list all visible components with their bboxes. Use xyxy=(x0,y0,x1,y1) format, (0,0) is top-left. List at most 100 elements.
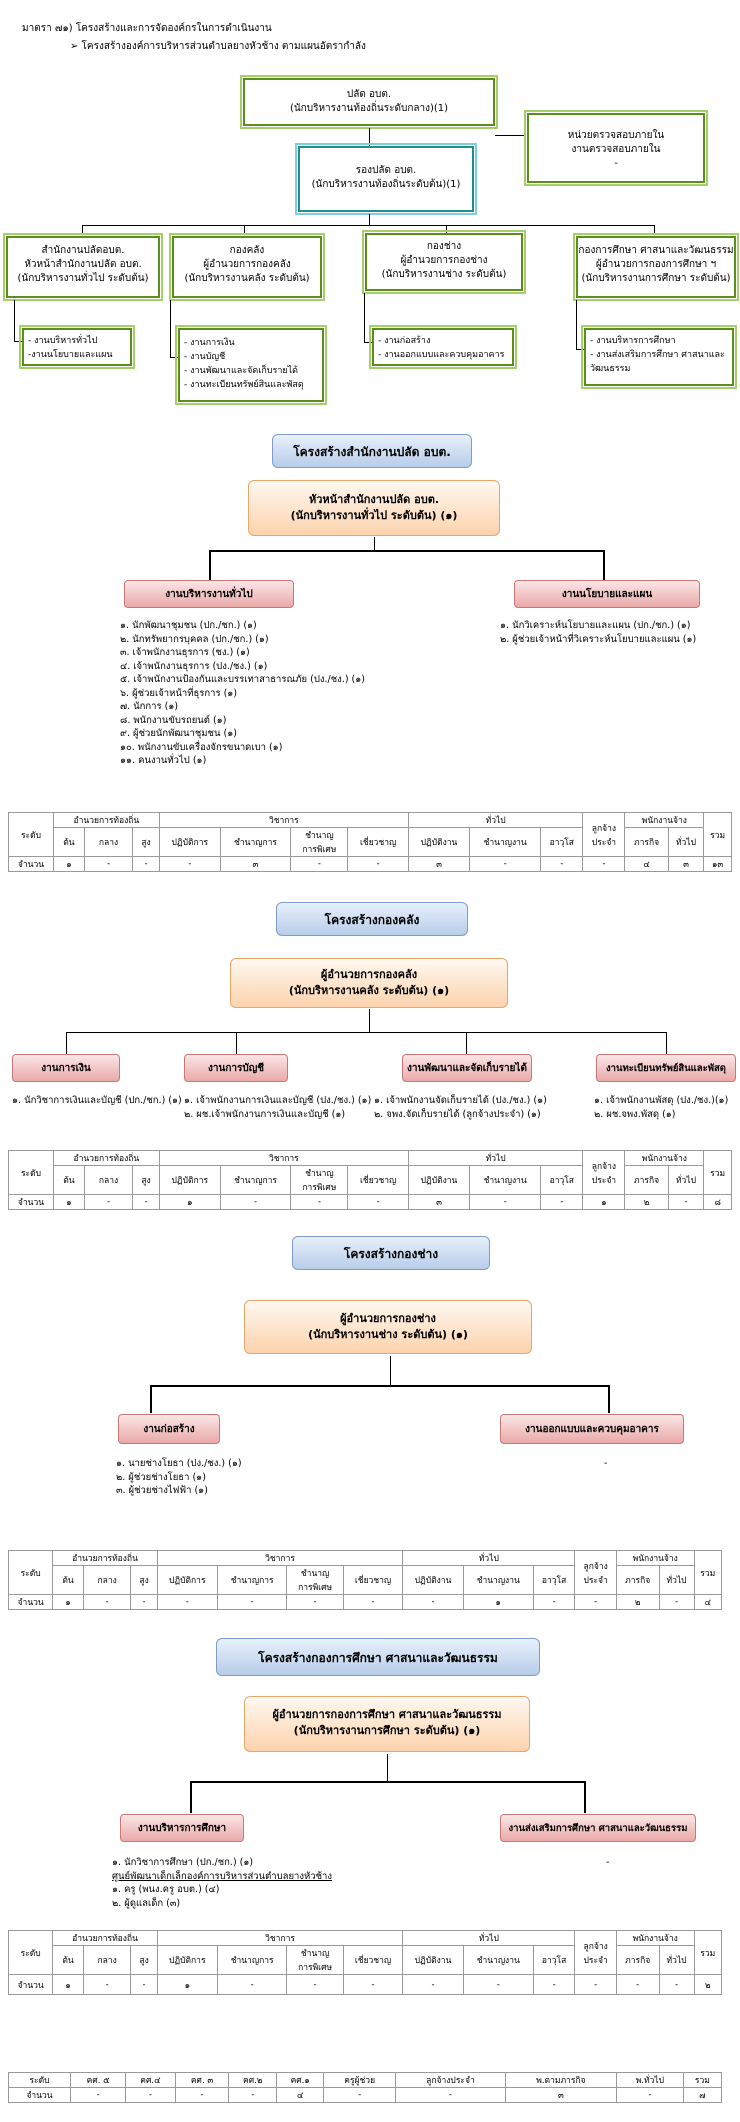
th-sub: ชำนาญการ xyxy=(219,827,292,857)
td-count: - xyxy=(342,1974,404,1995)
sec4-head-title: ผู้อำนวยการกองการศึกษา ศาสนาและวัฒนธรรม xyxy=(272,1708,502,1721)
summary-th: รวม xyxy=(682,2072,723,2088)
sec3-head-title: ผู้อำนวยการกองช่าง xyxy=(340,1312,436,1325)
sec4-header: โครงสร้างกองการศึกษา ศาสนาและวัฒนธรรม xyxy=(216,1638,540,1676)
summary-td: - xyxy=(125,2087,176,2103)
subtitle: ➢ โครงสร้างองค์การบริหารส่วนตำบลยางหัวช้… xyxy=(70,41,366,52)
division-box-engineering: กองช่าง ผู้อำนวยการกองช่าง (นักบริหารงาน… xyxy=(362,230,526,294)
td-count: ๑ xyxy=(52,1194,85,1210)
summary-th: คศ.๔ xyxy=(125,2072,176,2088)
td-count: - xyxy=(132,856,160,872)
th-sub: ต้น xyxy=(52,1165,85,1195)
sec1-right-list: ๑. นักวิเคราะห์นโยบายและแผน (ปก./ชก.) (๑… xyxy=(500,619,696,646)
staff-item: ๒. จพง.จัดเก็บรายได้ (ลูกจ้างประจำ) (๑) xyxy=(374,1108,541,1120)
sec4-head-box: ผู้อำนวยการกองการศึกษา ศาสนาและวัฒนธรรม … xyxy=(244,1696,530,1752)
th-employee: ลูกจ้างประจำ xyxy=(582,1150,626,1195)
sec1-left-list: ๑. นักพัฒนาชุมชน (ปก./ชก.) (๑) ๒. นักทรั… xyxy=(120,619,365,768)
td-count: - xyxy=(469,1194,542,1210)
division-rank: (นักบริหารงานช่าง ระดับต้น) xyxy=(381,269,507,280)
summary-th: พ.ทั่วไป xyxy=(616,2072,684,2088)
th-sub: ชำนาญการพิเศษ xyxy=(286,1945,344,1975)
td-count: - xyxy=(286,1594,344,1610)
rong-palad-box: รองปลัด อบต. (นักบริหารงานท้องถิ่นระดับต… xyxy=(295,143,477,215)
summary-td: - xyxy=(616,2087,684,2103)
th-sub: ทั่วไป xyxy=(667,827,705,857)
audit-title: หน่วยตรวจสอบภายใน xyxy=(567,130,665,141)
th-level: ระดับ xyxy=(8,1150,54,1195)
th-general: ทั่วไป xyxy=(407,812,584,828)
sec1-unit-policy: งานนโยบายและแผน xyxy=(514,580,700,608)
td-count-label: จำนวน xyxy=(8,1194,54,1210)
staff-item: ๒. ผช.จพง.พัสดุ (๑) xyxy=(594,1108,676,1120)
division-head: หัวหน้าสำนักงานปลัด อบต. xyxy=(24,259,142,270)
td-count: ๓ xyxy=(407,1194,471,1210)
staff-item: ๑. นายช่างโยธา (ปง./ชง.) (๑) xyxy=(116,1458,242,1469)
sec2-list-3: ๑. เจ้าพนักงานพัสดุ (ปง./ชง.)(๑) ๒. ผช.จ… xyxy=(594,1094,728,1121)
td-count: ๑ xyxy=(52,1594,84,1610)
division-head: ผู้อำนวยการกองช่าง xyxy=(400,255,488,266)
sec2-unit-0: งานการเงิน xyxy=(12,1054,120,1082)
palad-box: ปลัด อบต. (นักบริหารงานท้องถิ่นระดับกลาง… xyxy=(240,75,498,129)
th-sub: ชำนาญงาน xyxy=(462,1945,534,1975)
th-sub: ปฏิบัติการ xyxy=(156,1565,218,1595)
staff-item: ๑. นักพัฒนาชุมชน (ปก./ชก.) (๑) xyxy=(120,620,257,631)
staff-item: ๘. พนักงานขับรถยนต์ (๑) xyxy=(120,714,227,726)
th-sub: เชี่ยวชาญ xyxy=(342,1565,404,1595)
th-sub: ปฏิบัติงาน xyxy=(407,1165,471,1195)
td-count: - xyxy=(156,1594,218,1610)
summary-th: พ.ตามภารกิจ xyxy=(504,2072,618,2088)
sec2-list-1: ๑. เจ้าพนักงานการเงินและบัญชี (ปง./ชง.) … xyxy=(184,1094,371,1121)
td-count: - xyxy=(216,1974,288,1995)
th-sub: เชี่ยวชาญ xyxy=(347,1165,409,1195)
task-item: - งานทะเบียนทรัพย์สินและพัสดุ xyxy=(184,380,304,390)
th-sub: ทั่วไป xyxy=(667,1165,705,1195)
summary-th: คศ. ๕ xyxy=(70,2072,127,2088)
td-count: - xyxy=(342,1594,404,1610)
td-count: - xyxy=(347,1194,409,1210)
th-sub: กลาง xyxy=(83,827,134,857)
staff-item: ๑. เจ้าพนักงานการเงินและบัญชี (ปง./ชง.) … xyxy=(184,1095,372,1106)
th-sub: สูง xyxy=(130,1945,158,1975)
tasks-finance: - งานการเงิน - งานบัญชี - งานพัฒนาและจัด… xyxy=(175,325,327,405)
staff-item: ๑. เจ้าพนักงานพัสดุ (ปง./ชง.)(๑) xyxy=(594,1095,729,1106)
sec1-stat-table: ระดับ อำนวยการท้องถิ่น วิชาการ ทั่วไป ลู… xyxy=(8,812,732,872)
sec2-head-sub: (นักบริหารงานคลัง ระดับต้น) (๑) xyxy=(288,984,450,997)
division-title: กองคลัง xyxy=(229,245,265,256)
td-count: ๑๓ xyxy=(703,856,732,872)
th-sub: อาวุโส xyxy=(532,1945,576,1975)
audit-box: หน่วยตรวจสอบภายใน งานตรวจสอบภายใน - xyxy=(524,110,708,186)
division-title: กองการศึกษา ศาสนาและวัฒนธรรม xyxy=(578,245,734,256)
td-count: - xyxy=(469,856,542,872)
staff-item: ศูนย์พัฒนาเด็กเล็กองค์การบริหารส่วนตำบลย… xyxy=(112,1870,333,1882)
th-sub: สูง xyxy=(130,1565,158,1595)
td-count: - xyxy=(582,856,626,872)
task-item: - งานพัฒนาและจัดเก็บรายได้ xyxy=(184,366,299,376)
th-total: รวม xyxy=(703,812,732,857)
td-count: - xyxy=(82,1594,132,1610)
th-sub: ต้น xyxy=(52,1565,84,1595)
th-sub: ต้น xyxy=(52,1945,84,1975)
sec3-unit-0: งานก่อสร้าง xyxy=(118,1414,220,1444)
th-sub: ทั่วไป xyxy=(658,1565,695,1595)
th-sub: กลาง xyxy=(82,1565,132,1595)
td-count: ๑ xyxy=(158,1194,221,1210)
sec2-list-0: ๑. นักวิชาการเงินและบัญชี (ปก./ชก.) (๑) xyxy=(12,1094,182,1108)
summary-th: ลูกจ้างประจำ xyxy=(395,2072,506,2088)
th-sub: ชำนาญงาน xyxy=(469,1165,542,1195)
staff-item: - xyxy=(606,1857,610,1868)
sec4-head-sub: (นักบริหารงานการศึกษา ระดับต้น) (๑) xyxy=(293,1724,481,1737)
rong-palad-sub: (นักบริหารงานท้องถิ่นระดับต้น)(1) xyxy=(311,179,461,190)
division-box-finance: กองคลัง ผู้อำนวยการกองคลัง (นักบริหารงาน… xyxy=(169,233,325,301)
td-count: ๑ xyxy=(156,1974,218,1995)
th-sub: ชำนาญงาน xyxy=(469,827,542,857)
task-item: -งานนโยบายและแผน xyxy=(28,350,113,360)
division-box-education: กองการศึกษา ศาสนาและวัฒนธรรม ผู้อำนวยการ… xyxy=(573,233,739,301)
td-count-label: จำนวน xyxy=(7,1974,54,1995)
sec1-header: โครงสร้างสำนักงานปลัด อบต. xyxy=(272,434,472,468)
th-staff: พนักงานจ้าง xyxy=(615,1930,695,1946)
staff-item: ๕. เจ้าพนักงานป้องกันและบรรเทาสาธารณภัย … xyxy=(120,674,366,685)
summary-td: - xyxy=(228,2087,278,2103)
staff-item: ๒. นักทรัพยากรบุคคล (ปก./ชก.) (๑) xyxy=(120,633,269,645)
td-count: - xyxy=(286,1974,344,1995)
th-academic: วิชาการ xyxy=(156,1550,404,1566)
